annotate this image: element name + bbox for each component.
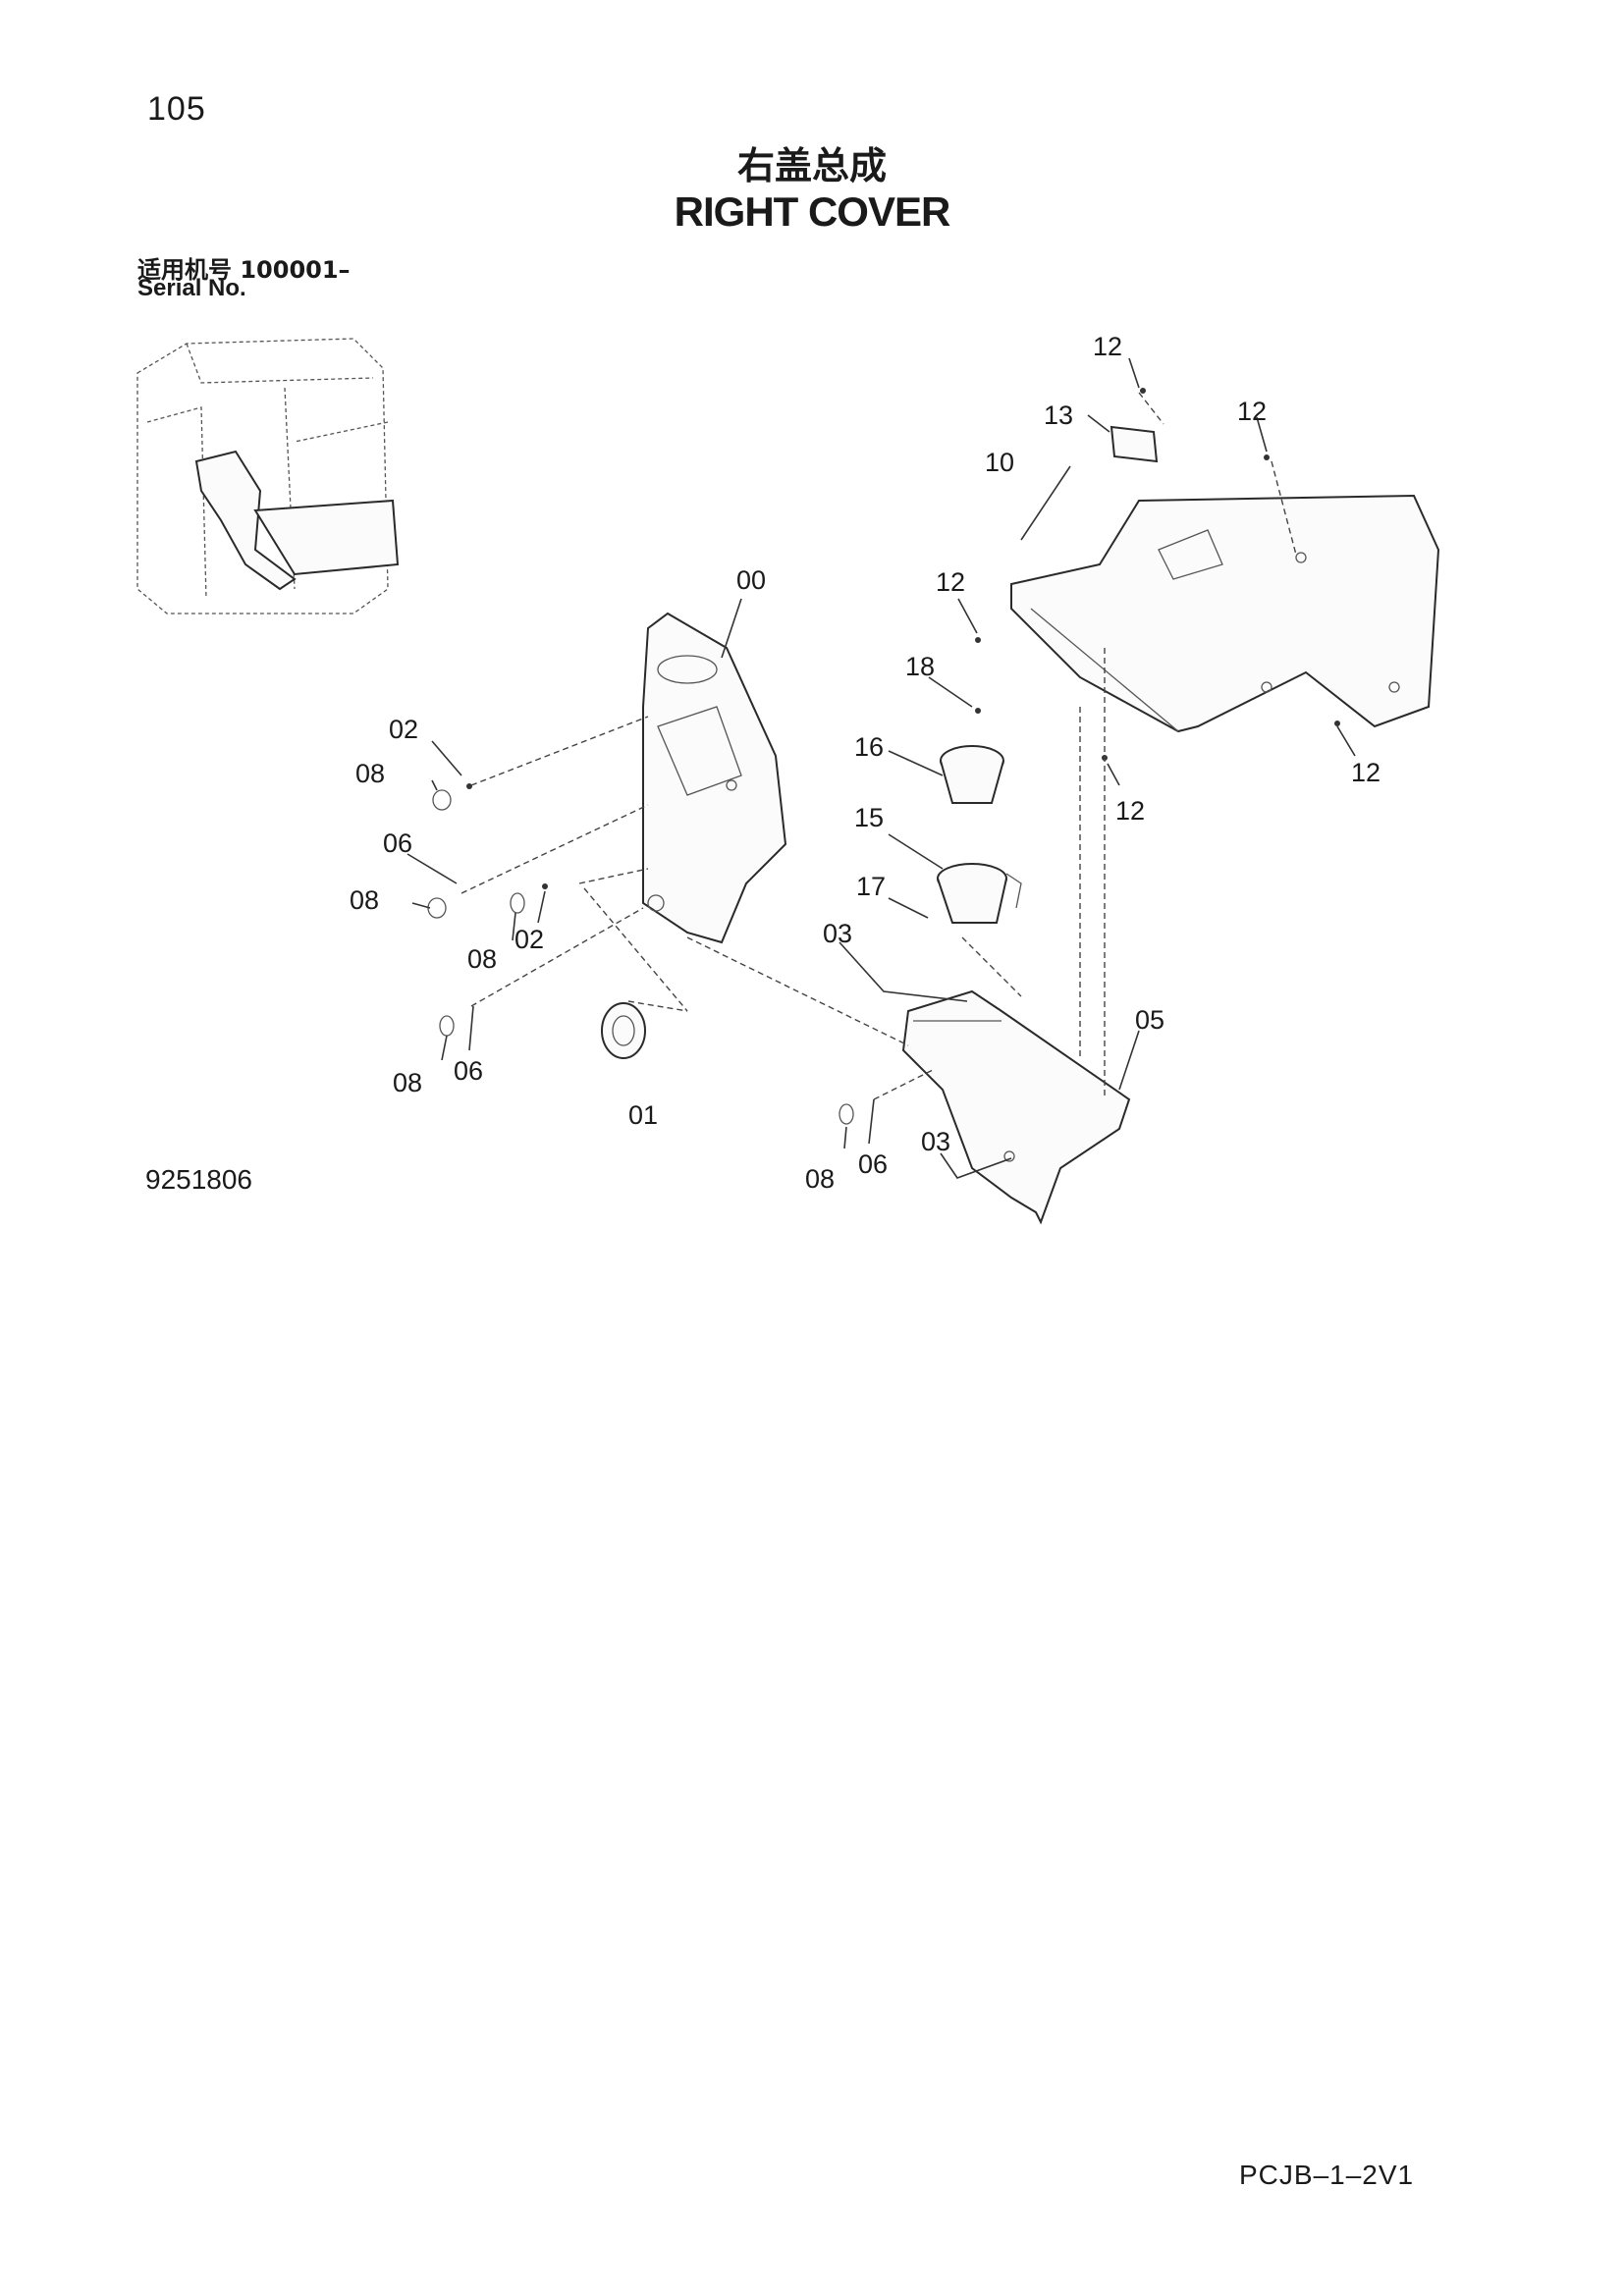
callout-12: 12 (1351, 758, 1380, 787)
part-01-grommet (601, 1002, 646, 1059)
callout-labels: 00 02 08 06 08 08 02 08 06 01 12 13 12 1… (350, 332, 1380, 1194)
callout-16: 16 (854, 732, 884, 762)
callout-00: 00 (736, 565, 766, 595)
part-05-lower-panel (901, 989, 1131, 1225)
part-00-cover-panel (642, 612, 787, 944)
callout-06: 06 (454, 1056, 483, 1086)
callout-08: 08 (355, 759, 385, 788)
part-10-upper-panel (1010, 494, 1440, 733)
callout-13: 13 (1044, 400, 1073, 430)
page-number: 105 (147, 90, 206, 128)
callout-02: 02 (514, 925, 544, 954)
cab-location-inset (136, 338, 400, 614)
sheet-code: PCJB–1–2V1 (1239, 2160, 1415, 2190)
part-15-holder (937, 863, 1022, 924)
callout-02: 02 (389, 715, 418, 744)
part-13-plate (1110, 425, 1159, 463)
callout-17: 17 (856, 872, 886, 901)
callout-08: 08 (467, 944, 497, 974)
hardware (427, 388, 1340, 1125)
part-16-cup (940, 745, 1004, 804)
callout-08: 08 (805, 1164, 835, 1194)
callout-08: 08 (350, 885, 379, 915)
callout-12: 12 (1115, 796, 1145, 826)
callout-05: 05 (1135, 1005, 1164, 1035)
leader-lines (406, 357, 1356, 1179)
callout-15: 15 (854, 803, 884, 832)
serial-range-label: 适用机号 100001– (137, 256, 351, 284)
callout-03: 03 (921, 1127, 950, 1156)
callout-12: 12 (936, 567, 965, 597)
drawing-number: 9251806 (145, 1164, 253, 1195)
callout-18: 18 (905, 652, 935, 681)
title-english: RIGHT COVER (674, 188, 951, 235)
callout-12: 12 (1237, 397, 1267, 426)
serial-no-label: Serial No. (137, 275, 246, 301)
callout-06: 06 (858, 1149, 888, 1179)
callout-12: 12 (1093, 332, 1122, 361)
callout-01: 01 (628, 1100, 658, 1130)
callout-03: 03 (823, 919, 852, 948)
title-chinese: 右盖总成 (736, 144, 887, 187)
callout-10: 10 (985, 448, 1014, 477)
callout-08: 08 (393, 1068, 422, 1097)
callout-06: 06 (383, 828, 412, 858)
